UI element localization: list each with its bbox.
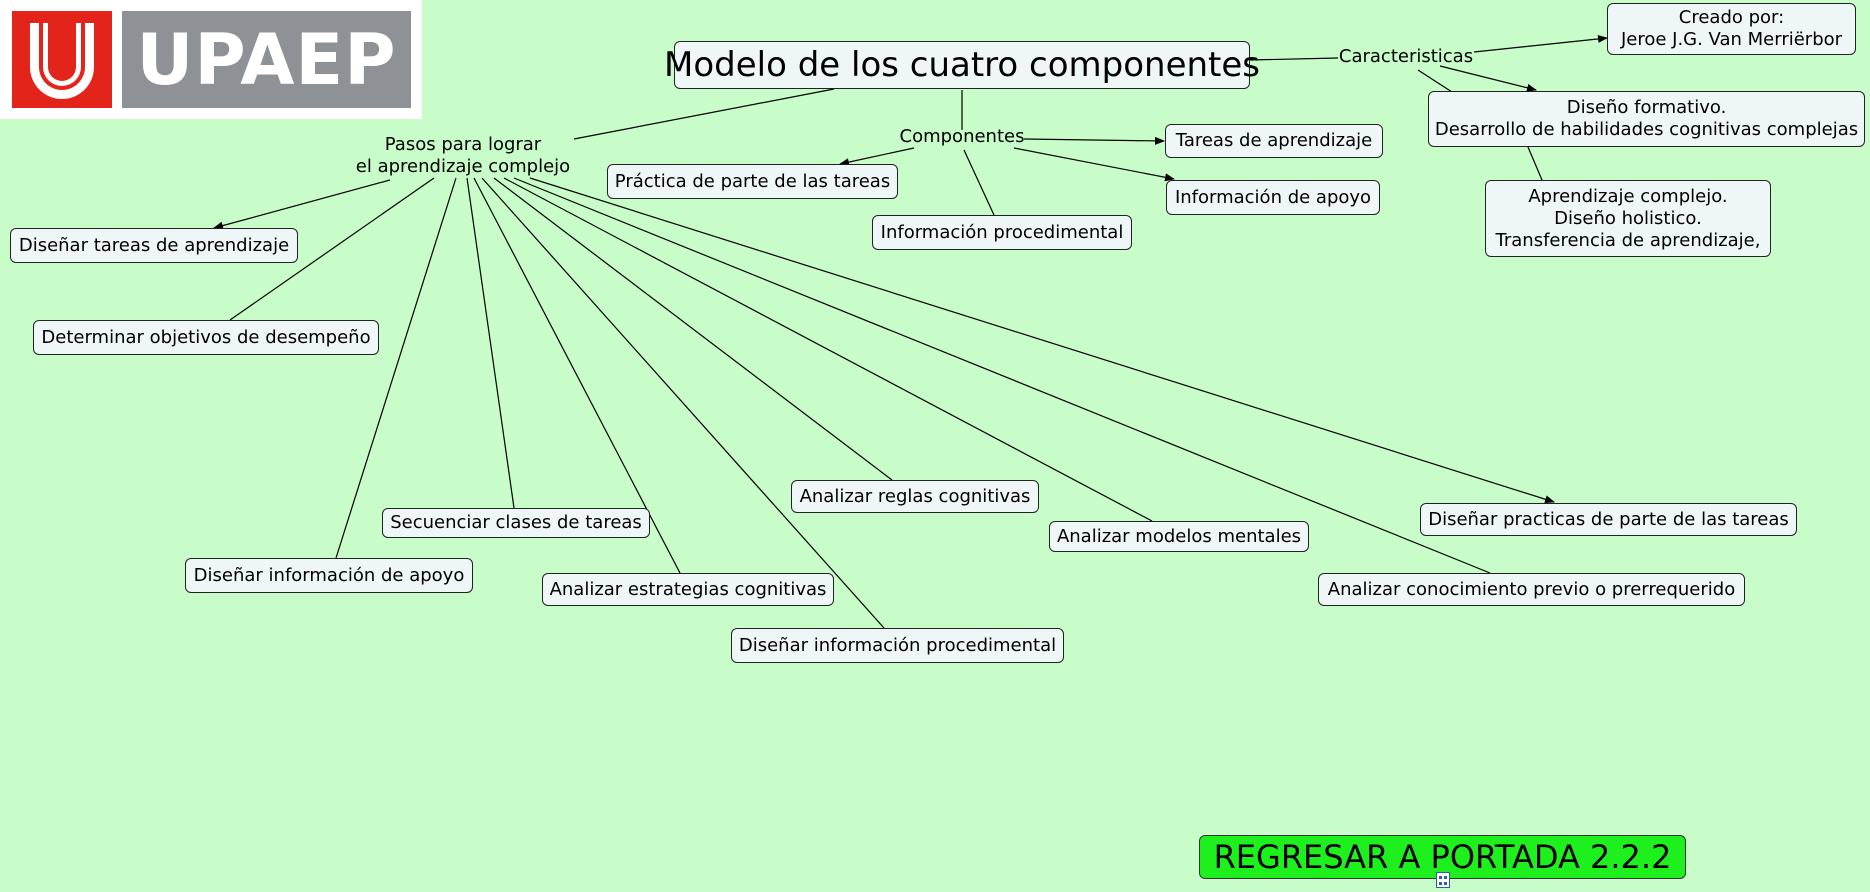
regresar-portada-button[interactable]: REGRESAR A PORTADA 2.2.2 [1199, 835, 1686, 879]
link-caract-creado [1473, 34, 1608, 53]
node-analizar-estrategias: Analizar estrategias cognitivas [542, 573, 834, 606]
node-practica-parte-tareas: Práctica de parte de las tareas [607, 164, 898, 199]
pasos-label: Pasos para lograr el aprendizaje complej… [350, 134, 576, 178]
componentes-label: Componentes [899, 126, 1025, 147]
creado-line2: Jeroe J.G. Van Merriërbor [1620, 29, 1843, 50]
map-title: Modelo de los cuatro componentes [664, 41, 1260, 89]
node-analizar-reglas: Analizar reglas cognitivas [791, 480, 1039, 513]
diseno-line1: Diseño formativo. [1566, 97, 1727, 118]
node-informacion-procedimental: Información procedimental [872, 215, 1132, 250]
link-icon-glyph [1439, 876, 1447, 885]
node-diseno-formativo: Diseño formativo. Desarrollo de habilida… [1428, 91, 1865, 147]
node-aprendizaje-complejo: Aprendizaje complejo. Diseño holistico. … [1485, 180, 1771, 257]
node-creado-por: Creado por: Jeroe J.G. Van Merriërbor [1607, 3, 1856, 55]
link-pasos-info-proc [481, 177, 885, 629]
node-determinar-objetivos: Determinar objetivos de desempeño [33, 320, 379, 355]
aprendizaje-line1: Aprendizaje complejo. [1528, 185, 1728, 207]
link-pasos-conocimiento [513, 177, 1491, 574]
pasos-label-line1: Pasos para lograr [384, 134, 542, 155]
node-disenar-informacion-apoyo: Diseñar información de apoyo [185, 558, 473, 593]
link-icon[interactable] [1436, 872, 1450, 888]
link-title-pasos [573, 88, 835, 140]
link-comp-tareas [1023, 136, 1165, 145]
link-pasos-estrategias [473, 177, 681, 574]
logo-text: UPAEP [122, 11, 411, 108]
link-comp-info-apoyo [1013, 147, 1175, 182]
link-pasos-reglas [493, 177, 893, 481]
link-comp-practica [839, 147, 915, 167]
link-comp-info-proc [963, 149, 995, 216]
link-pasos-disenar-tareas [213, 179, 391, 230]
node-disenar-tareas-aprendizaje: Diseñar tareas de aprendizaje [10, 228, 298, 263]
link-diseno-aprendizaje [1527, 146, 1543, 181]
link-caract-diseno [1439, 65, 1537, 92]
upaep-logo: UPAEP [0, 0, 422, 119]
link-caract-aprendizaje [1417, 69, 1453, 93]
link-pasos-secuenciar [466, 177, 515, 509]
caracteristicas-label: Caracteristicas [1338, 46, 1474, 67]
aprendizaje-line3: Transferencia de aprendizaje, [1495, 229, 1761, 251]
upaep-u-logo [12, 11, 112, 108]
node-disenar-practicas: Diseñar practicas de parte de las tareas [1420, 503, 1797, 536]
pasos-label-line2: el aprendizaje complejo [355, 156, 571, 177]
node-analizar-modelos: Analizar modelos mentales [1049, 521, 1309, 552]
link-pasos-info-apoyo [335, 177, 457, 559]
node-tareas-aprendizaje: Tareas de aprendizaje [1165, 124, 1383, 158]
node-disenar-informacion-procedimental: Diseñar información procedimental [731, 628, 1064, 663]
creado-line1: Creado por: [1678, 7, 1785, 28]
u-shape [30, 23, 94, 99]
link-pasos-objetivos [229, 177, 435, 321]
link-pasos-practicas [529, 177, 1555, 504]
diseno-line2: Desarrollo de habilidades cognitivas com… [1434, 119, 1859, 140]
link-pasos-modelos [503, 177, 1153, 522]
node-informacion-apoyo: Información de apoyo [1166, 180, 1380, 215]
link-title-caracteristicas [1249, 57, 1339, 61]
node-analizar-conocimiento: Analizar conocimiento previo o prerreque… [1318, 573, 1745, 606]
node-secuenciar-clases: Secuenciar clases de tareas [382, 508, 650, 538]
aprendizaje-line2: Diseño holistico. [1554, 207, 1702, 229]
